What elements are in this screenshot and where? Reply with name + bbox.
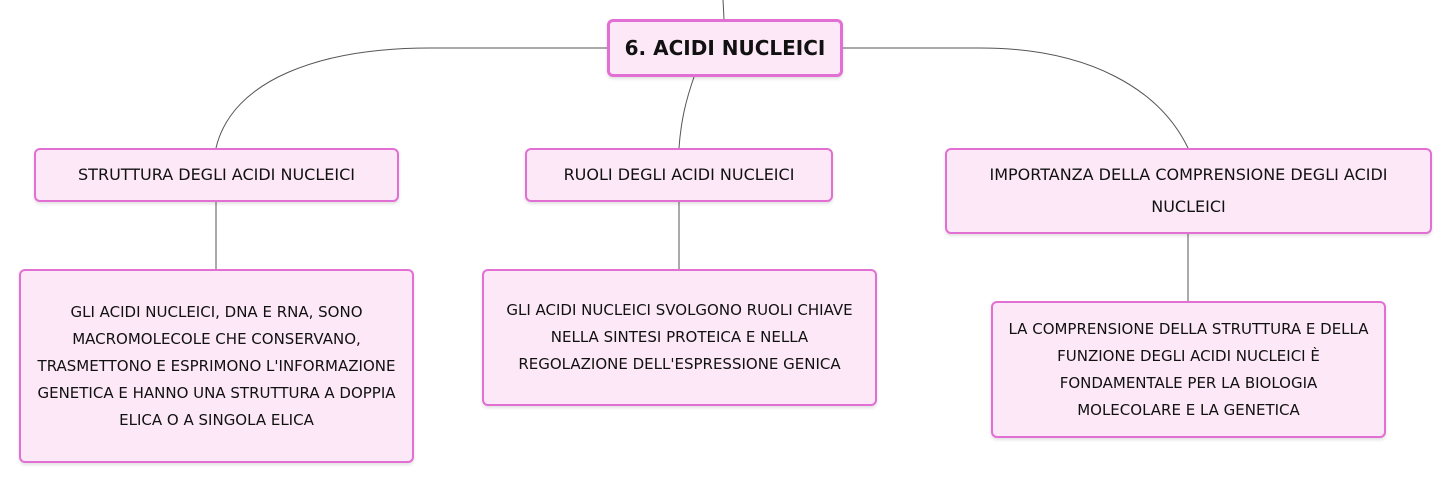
topic-ruoli-label: RUOLI DEGLI ACIDI NUCLEICI (563, 165, 795, 184)
topic-struttura[interactable]: STRUTTURA DEGLI ACIDI NUCLEICI (34, 148, 399, 202)
central-topic[interactable]: 6. ACIDI NUCLEICI (607, 19, 843, 77)
subtopic-ruoli-detail[interactable]: GLI ACIDI NUCLEICI SVOLGONO RUOLI CHIAVE… (482, 269, 877, 406)
connector-parent-to-root (722, 0, 725, 20)
central-topic-label: 6. ACIDI NUCLEICI (624, 36, 826, 60)
subtopic-struttura-detail[interactable]: GLI ACIDI NUCLEICI, DNA E RNA, SONO MACR… (19, 269, 414, 463)
topic-importanza[interactable]: IMPORTANZA DELLA COMPRENSIONE DEGLI ACID… (945, 148, 1432, 234)
subtopic-importanza-detail[interactable]: LA COMPRENSIONE DELLA STRUTTURA E DELLA … (991, 301, 1386, 438)
connector-root-to-importanza (843, 47, 1189, 149)
topic-importanza-label: IMPORTANZA DELLA COMPRENSIONE DEGLI ACID… (989, 165, 1388, 216)
topic-ruoli[interactable]: RUOLI DEGLI ACIDI NUCLEICI (525, 148, 833, 202)
connector-root-to-struttura (215, 47, 607, 149)
subtopic-struttura-text: GLI ACIDI NUCLEICI, DNA E RNA, SONO MACR… (37, 302, 396, 429)
subtopic-importanza-text: LA COMPRENSIONE DELLA STRUTTURA E DELLA … (1008, 319, 1369, 419)
topic-struttura-label: STRUTTURA DEGLI ACIDI NUCLEICI (78, 165, 355, 184)
connector-root-to-ruoli (678, 76, 695, 149)
subtopic-ruoli-text: GLI ACIDI NUCLEICI SVOLGONO RUOLI CHIAVE… (506, 301, 853, 373)
